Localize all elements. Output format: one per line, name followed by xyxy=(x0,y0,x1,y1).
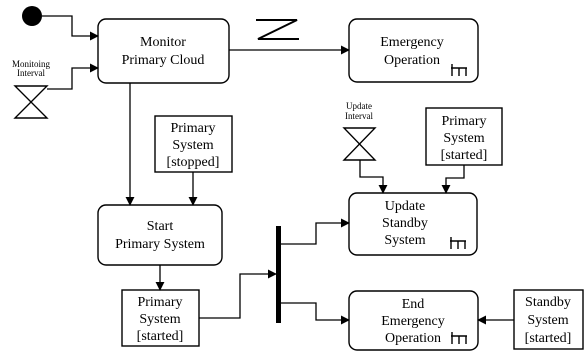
action-emergency-operation: Emergency Operation xyxy=(348,18,479,83)
rake-icon xyxy=(451,332,467,344)
update-interval-timer: Update Interval xyxy=(342,101,377,161)
action-end-emergency-operation: End Emergency Operation xyxy=(348,290,479,351)
update-interval-label-line2: Interval xyxy=(345,111,373,121)
hourglass-icon xyxy=(13,85,49,119)
end-emergency-line3: Operation xyxy=(385,331,441,346)
emergency-label-line2: Operation xyxy=(384,53,440,68)
standby-started-line3: [started] xyxy=(525,331,572,346)
object-primary-system-stopped: Primary System [stopped] xyxy=(154,115,233,173)
primary-started-top-line1: Primary xyxy=(441,114,486,129)
action-start-primary-system: Start Primary System xyxy=(97,204,223,266)
monitor-label-line1: Monitor xyxy=(140,35,186,50)
fork-bar-icon xyxy=(276,226,281,323)
edge-object-to-fork xyxy=(199,269,277,319)
primary-stopped-line1: Primary xyxy=(170,121,215,136)
start-primary-line2: Primary System xyxy=(115,237,205,252)
update-standby-line3: System xyxy=(384,233,425,248)
object-primary-system-started-bottom: Primary System [started] xyxy=(121,289,200,347)
update-interval-label-line1: Update xyxy=(346,101,372,111)
lightning-icon xyxy=(256,19,299,40)
edge-started-to-update xyxy=(441,165,465,194)
edge-fork-to-end xyxy=(281,302,350,325)
primary-started-bottom-line1: Primary xyxy=(137,295,182,310)
edge-timer-to-monitor xyxy=(47,63,99,90)
standby-started-line2: System xyxy=(527,313,568,328)
standby-started-line1: Standby xyxy=(525,295,571,310)
emergency-label-line1: Emergency xyxy=(380,35,444,50)
rake-icon xyxy=(450,237,466,249)
edges xyxy=(42,15,514,325)
end-emergency-line2: Emergency xyxy=(381,314,445,329)
action-update-standby-system: Update Standby System xyxy=(348,192,478,256)
primary-started-top-line3: [started] xyxy=(441,148,488,163)
hourglass-icon xyxy=(342,127,377,161)
edge-initial-to-monitor xyxy=(42,15,99,41)
monitoring-interval-label-line1: Monitoing xyxy=(12,59,51,69)
action-monitor-primary-cloud: Monitor Primary Cloud xyxy=(97,18,230,84)
end-emergency-line1: End xyxy=(402,297,425,312)
edge-update-timer-to-update xyxy=(359,160,388,194)
object-standby-system-started: Standby System [started] xyxy=(513,289,584,350)
primary-started-bottom-line3: [started] xyxy=(137,329,184,344)
rake-icon xyxy=(451,64,467,76)
monitoring-interval-timer: Monitoing Interval xyxy=(12,59,51,119)
primary-started-bottom-line2: System xyxy=(139,312,180,327)
update-standby-line1: Update xyxy=(385,199,425,214)
initial-node-icon xyxy=(22,6,42,26)
update-standby-line2: Standby xyxy=(382,216,428,231)
monitoring-interval-label-line2: Interval xyxy=(17,68,45,78)
monitor-label-line2: Primary Cloud xyxy=(122,53,205,68)
start-primary-line1: Start xyxy=(147,219,174,234)
primary-stopped-line3: [stopped] xyxy=(167,155,220,170)
primary-started-top-line2: System xyxy=(443,131,484,146)
primary-stopped-line2: System xyxy=(172,138,213,153)
edge-fork-to-update xyxy=(281,218,350,245)
object-primary-system-started-top: Primary System [started] xyxy=(425,107,503,166)
